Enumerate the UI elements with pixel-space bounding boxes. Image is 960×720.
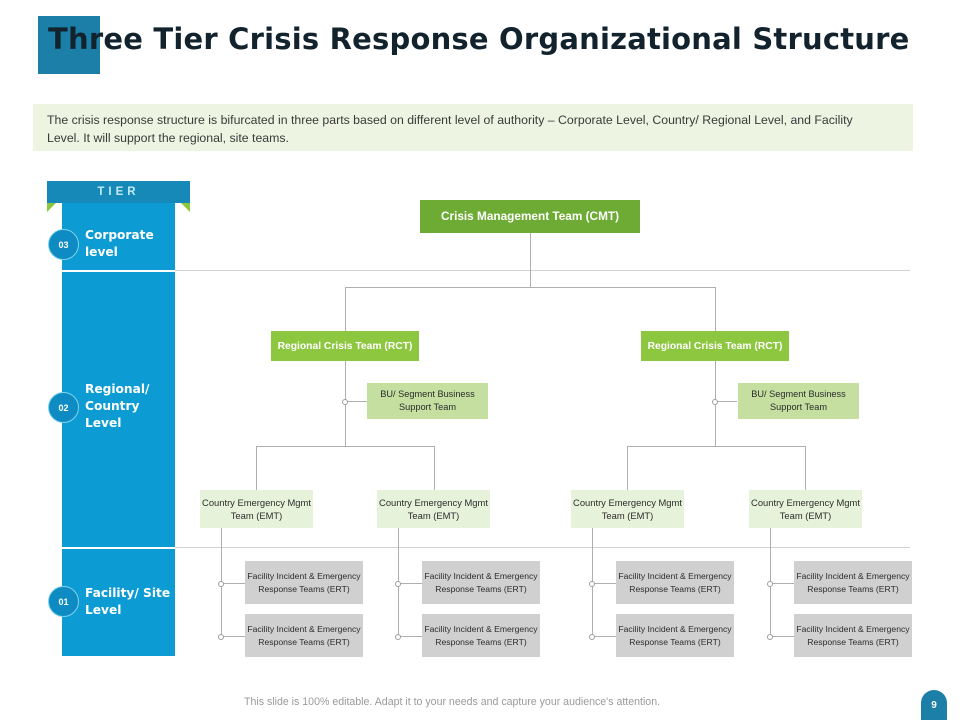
connector-dot-bu-right	[712, 399, 718, 405]
node-ert-3a[interactable]: Facility Incident & Emergency Response T…	[616, 561, 734, 604]
node-ert-1a[interactable]: Facility Incident & Emergency Response T…	[245, 561, 363, 604]
connector-emt2-ert-a	[400, 583, 422, 584]
tier-badge-03: 03	[48, 229, 79, 260]
node-country-emt-1[interactable]: Country Emergency Mgmt Team (EMT)	[200, 490, 313, 528]
connector-rct-right-to-bu	[717, 401, 737, 402]
connector-emt3-ert-b	[594, 636, 616, 637]
node-ert-1b[interactable]: Facility Incident & Emergency Response T…	[245, 614, 363, 657]
tier-badge-01: 01	[48, 586, 79, 617]
title-accent-square	[38, 16, 100, 74]
tier-segment-regional[interactable]	[62, 272, 175, 547]
node-ert-2a[interactable]: Facility Incident & Emergency Response T…	[422, 561, 540, 604]
node-bu-support-team-right[interactable]: BU/ Segment Business Support Team	[738, 383, 859, 419]
ribbon-left-icon	[47, 203, 56, 212]
node-country-emt-4[interactable]: Country Emergency Mgmt Team (EMT)	[749, 490, 862, 528]
node-ert-3b[interactable]: Facility Incident & Emergency Response T…	[616, 614, 734, 657]
tier-segment-corporate[interactable]	[62, 203, 175, 270]
tier-banner: TIER	[47, 181, 190, 203]
connector-dot-ert-3b	[589, 634, 595, 640]
ribbon-right-icon	[181, 203, 190, 212]
tier-divider-corporate-regional	[175, 270, 910, 271]
connector-cmt-to-rct-right	[715, 287, 716, 332]
connector-dot-ert-4a	[767, 581, 773, 587]
connector-rct-left-emt-bar	[256, 446, 435, 447]
node-ert-4b[interactable]: Facility Incident & Emergency Response T…	[794, 614, 912, 657]
connector-to-emt-3	[627, 446, 628, 490]
node-bu-support-team-left[interactable]: BU/ Segment Business Support Team	[367, 383, 488, 419]
connector-to-emt-2	[434, 446, 435, 490]
connector-emt1-ert-b	[223, 636, 245, 637]
connector-dot-ert-2a	[395, 581, 401, 587]
connector-emt1-ert-a	[223, 583, 245, 584]
connector-dot-ert-2b	[395, 634, 401, 640]
tier-divider-regional-facility	[175, 547, 910, 548]
connector-dot-ert-1a	[218, 581, 224, 587]
connector-dot-bu-left	[342, 399, 348, 405]
footer-note: This slide is 100% editable. Adapt it to…	[244, 696, 661, 708]
node-ert-4a[interactable]: Facility Incident & Emergency Response T…	[794, 561, 912, 604]
connector-rct-right-emt-bar	[627, 446, 806, 447]
tier-segment-facility[interactable]	[62, 549, 175, 656]
tier-banner-label: TIER	[97, 186, 140, 198]
connector-cmt-to-rct-left	[345, 287, 346, 332]
node-crisis-management-team[interactable]: Crisis Management Team (CMT)	[420, 200, 640, 233]
connector-cmt-down	[530, 232, 531, 287]
node-country-emt-3[interactable]: Country Emergency Mgmt Team (EMT)	[571, 490, 684, 528]
tier-label-corporate: Corporate level	[85, 228, 154, 259]
tier-badge-02: 02	[48, 392, 79, 423]
page-number-badge: 9	[921, 690, 947, 720]
connector-dot-ert-4b	[767, 634, 773, 640]
page-title: Three Tier Crisis Response Organizationa…	[48, 22, 910, 56]
connector-rct-left-to-bu	[347, 401, 367, 402]
connector-to-emt-4	[805, 446, 806, 490]
connector-emt3-ert-a	[594, 583, 616, 584]
connector-dot-ert-1b	[218, 634, 224, 640]
node-regional-crisis-team-right[interactable]: Regional Crisis Team (RCT)	[641, 331, 789, 361]
tier-label-facility: Facility/ Site Level	[85, 586, 171, 617]
connector-to-emt-1	[256, 446, 257, 490]
connector-emt2-ert-b	[400, 636, 422, 637]
node-ert-2b[interactable]: Facility Incident & Emergency Response T…	[422, 614, 540, 657]
connector-emt4-ert-a	[772, 583, 794, 584]
node-country-emt-2[interactable]: Country Emergency Mgmt Team (EMT)	[377, 490, 490, 528]
connector-dot-ert-3a	[589, 581, 595, 587]
connector-emt4-ert-b	[772, 636, 794, 637]
intro-text: The crisis response structure is bifurca…	[47, 113, 853, 145]
node-regional-crisis-team-left[interactable]: Regional Crisis Team (RCT)	[271, 331, 419, 361]
connector-cmt-split-bar	[345, 287, 716, 288]
intro-band	[33, 104, 913, 151]
tier-label-regional: Regional/ Country Level	[85, 382, 150, 430]
